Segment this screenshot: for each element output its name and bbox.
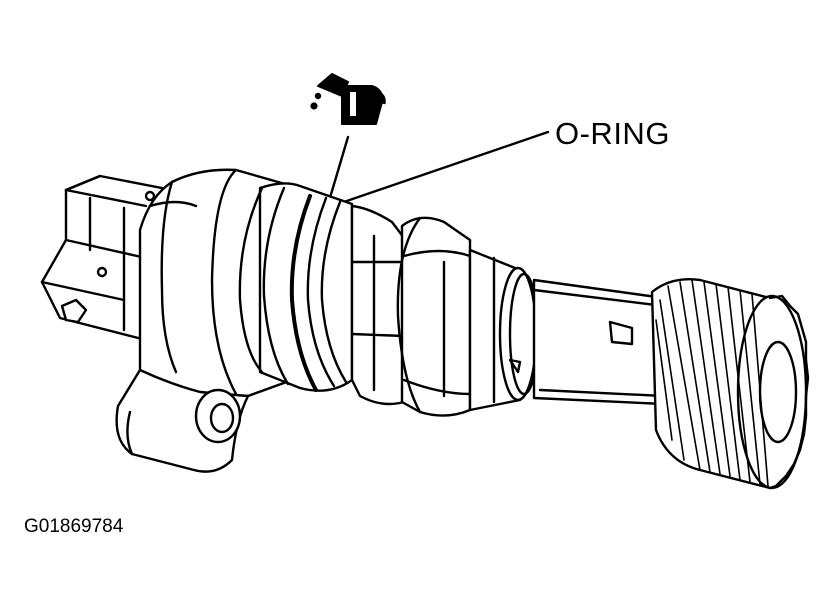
figure-id: G01869784 xyxy=(24,516,124,537)
drive-shaft xyxy=(532,278,666,406)
o-ring-callout-label: O-RING xyxy=(555,116,670,151)
sensor-housing xyxy=(115,168,294,473)
shaft-bushing xyxy=(468,248,540,412)
lubricant-can-icon xyxy=(310,73,386,125)
rotor-shaft-assembly xyxy=(350,204,472,417)
helical-drive-gear xyxy=(650,278,810,490)
o-ring-leader-line xyxy=(336,130,550,206)
